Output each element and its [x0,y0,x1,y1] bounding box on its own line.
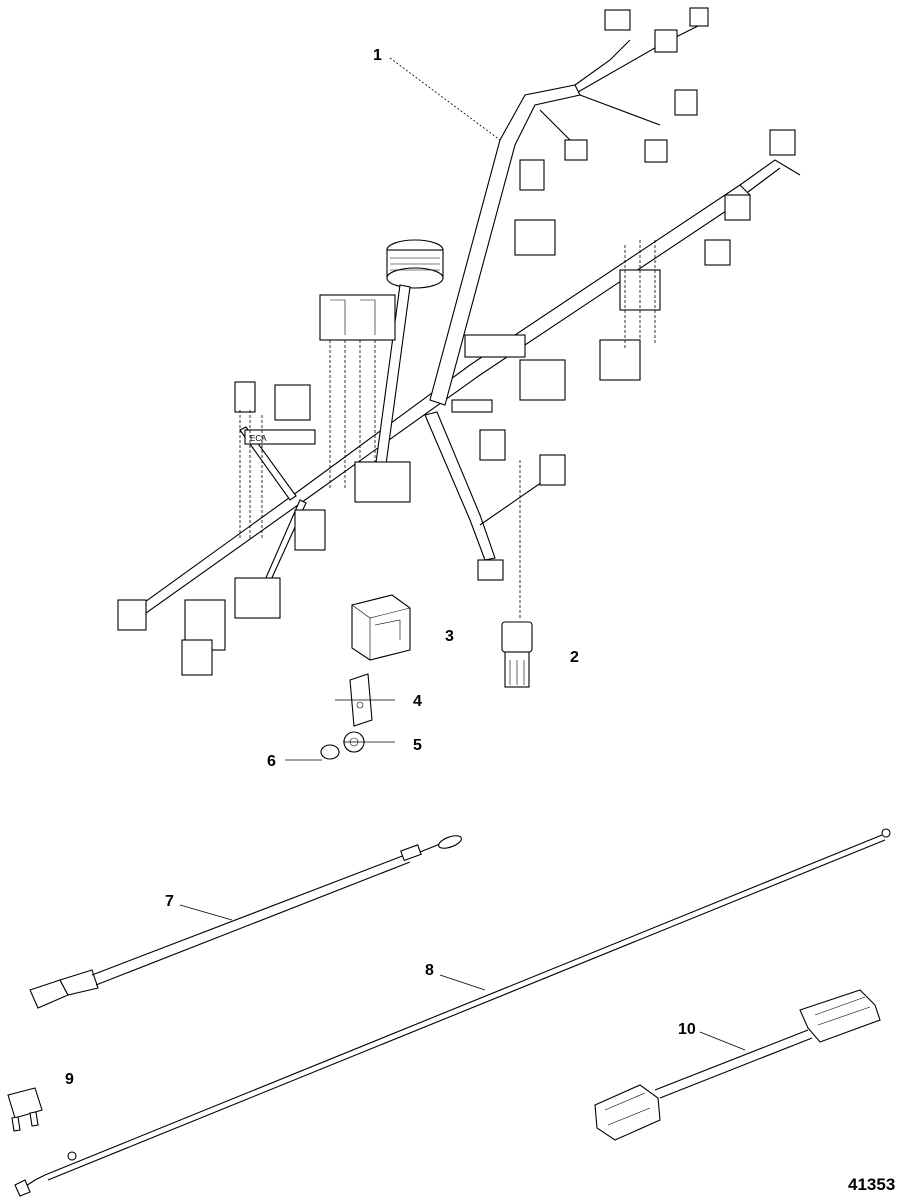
harness-connectors [117,7,796,676]
callout-3: 3 [445,628,454,645]
callout-7: 7 [165,893,174,910]
wire-part-8 [14,828,891,1197]
harness-tag-text: ECA [250,434,267,443]
harness-module [354,461,411,503]
cable-part-7 [29,835,462,1009]
callout-10: 10 [678,1021,696,1038]
callout-8: 8 [425,962,434,979]
fuse-part-9 [7,1087,43,1132]
engine-wiring-harness: ECA [117,7,801,676]
adapter-harness-part-10 [594,989,881,1141]
callout-2: 2 [570,649,579,666]
callout-5: 5 [413,737,422,754]
callout-leaders [179,57,746,1051]
harness-tag: ECA [244,429,316,445]
harness-relay-block [319,294,396,490]
callout-9: 9 [65,1071,74,1088]
relay-part-3 [351,594,411,661]
callout-6: 6 [267,753,276,770]
harness-cylinder-coil [374,239,444,473]
callout-1: 1 [373,47,382,64]
screw-part-6 [320,744,340,760]
callout-4: 4 [413,693,422,710]
figure-number: 41353 [848,1175,895,1194]
connector-part-2 [501,621,533,688]
